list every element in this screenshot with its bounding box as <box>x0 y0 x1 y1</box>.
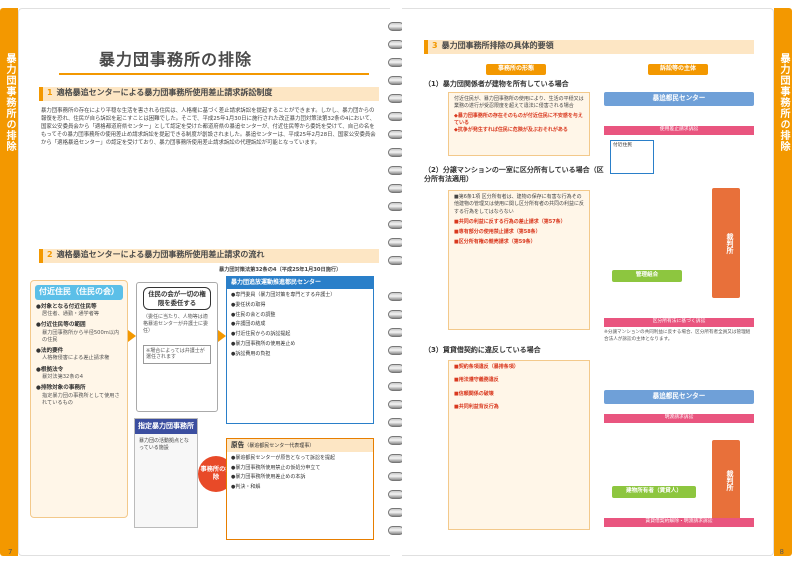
designated-office-box: 指定暴力団事務所 暴力団の活動拠点となっている施設 <box>134 418 198 528</box>
residents-heading: 付近住民（住民の会） <box>35 285 123 300</box>
arrow-icon <box>218 330 226 342</box>
delegation-text: （委任に当たり、人物等は適格暴追センターが弁護士に委任） <box>143 314 209 334</box>
right-side-tab: 暴力団事務所の排除 <box>774 8 792 556</box>
process-item: ●訴訟費用の負担 <box>231 350 271 357</box>
case-3-title: （3）賃貸借契約に違反している場合 <box>424 346 541 354</box>
residents-item: ●付近住民等の範囲暴力団事務所から半径500m以内の住民 <box>36 322 120 343</box>
law-note: 暴力団対策法第32条の4（平成25年1月30日施行） <box>219 267 342 273</box>
case-3-box: ■契約条項違反（暴排条項） ■用法遵守義務違反 ■信頼関係の破壊 ■共同利益背反… <box>448 360 590 530</box>
title-underline <box>59 73 369 75</box>
delegation-note: ※場合によっては弁護士が選任されます <box>143 344 211 365</box>
plaintiff-item: ●暴力団事務所使用差止めの本訴 <box>231 474 306 481</box>
case-2-box: ■第6条1項 区分所有者は、建物の保存に有害な行為その他建物の管理又は使用に関し… <box>448 190 590 330</box>
diagram-1-suit-2: 区分所有法に基づく訴訟 <box>604 318 754 327</box>
residents-item: ●根拠法令暴対法第32条の4 <box>36 366 84 381</box>
case-1-title: （1）暴力団関係者が建物を所有している場合 <box>424 80 569 88</box>
column-heading-form: 事務所の形態 <box>486 64 546 75</box>
residents-item: ●対象となる付近住民等居住者、通勤・通学者等 <box>36 303 100 318</box>
plaintiff-item: ●暴追都民センターが原告となって訴訟を提起 <box>231 454 335 461</box>
case-1-box: 付近住民が、暴力団事務所の使用により、生活の平穏又は業務の遂行が受忍限度を超えて… <box>448 92 590 156</box>
page-title: 暴力団事務所の排除 <box>99 50 253 69</box>
diagram-1-court: 裁判所 <box>712 188 740 298</box>
delegation-heading: 住民の会が一切の権限を委任する <box>143 287 211 311</box>
residents-panel: 付近住民（住民の会） ●対象となる付近住民等居住者、通勤・通学者等 ●付近住民等… <box>30 280 128 518</box>
left-side-tab: 暴力団事務所の排除 <box>0 8 18 556</box>
process-item: ●暴力団事務所の使用差止め <box>231 340 296 347</box>
diagram-1-residents: 付近住民 <box>610 140 654 174</box>
diagram-2-court: 裁判所 <box>712 440 740 520</box>
section-1-text: 暴力団事務所の存在により平穏な生活を害される住民は、人格権に基づく差止請求訴訟を… <box>41 108 376 147</box>
process-item: ●弁護団の結成 <box>231 321 266 328</box>
arrow-icon <box>128 330 136 342</box>
case-2-title: （2）分譲マンションの一室に区分所有している場合（区分所有法適用） <box>424 166 604 184</box>
diagram-1-center: 暴追都民センター <box>604 92 754 106</box>
diagram-2-owner: 建物所有者（賃貸人） <box>612 486 696 498</box>
plaintiff-heading: 原告（暴追都民センター代表理事） <box>227 439 373 452</box>
diagram-2-suit-1: 明渡請求訴訟 <box>604 414 754 423</box>
designated-office-text: 暴力団の活動拠点となっている施設 <box>139 438 189 452</box>
designated-office-heading: 指定暴力団事務所 <box>135 419 197 435</box>
center-process-box: 暴力団追放運動推進都民センター ●専門委員（暴力団対策を専門とする弁護士） ●委… <box>226 276 374 424</box>
diagram-2-center: 暴追都民センター <box>604 390 754 404</box>
diagram-1-kanri: 管理組合 <box>612 270 682 282</box>
page-number-right: 8 <box>779 547 784 556</box>
delegation-box: 住民の会が一切の権限を委任する （委任に当たり、人物等は適格暴追センターが弁護士… <box>136 282 218 412</box>
side-tab-label: 暴力団事務所の排除 <box>4 53 15 152</box>
side-tab-label-right: 暴力団事務所の排除 <box>778 53 789 152</box>
plaintiff-item: ●判決・和解 <box>231 484 261 491</box>
center-process-heading: 暴力団追放運動推進都民センター <box>227 277 373 290</box>
column-heading-subject: 訴訟等の主体 <box>648 64 708 75</box>
process-item: ●付近住民からの訴訟提起 <box>231 331 291 338</box>
diagram-notes: ※分譲マンションの共同利益に反する場合、区分所有者全員又は管理組合法人が訴訟の主… <box>604 330 751 342</box>
diagram-1-suit-1: 使用差止請求訴訟 <box>604 126 754 135</box>
page-number-left: 7 <box>8 547 13 556</box>
plaintiff-box: 原告（暴追都民センター代表理事） ●暴追都民センターが原告となって訴訟を提起 ●… <box>226 438 374 540</box>
diagram-2-suit-2: 賃貸借契約解除・明渡請求訴訟 <box>604 518 754 527</box>
process-item: ●専門委員（暴力団対策を専門とする弁護士） <box>231 292 336 299</box>
residents-item: ●法的要件人格権侵害による差止請求権 <box>36 347 110 362</box>
process-item: ●住民の会との調整 <box>231 311 276 318</box>
process-item: ●委任状の取得 <box>231 301 266 308</box>
residents-item: ●排除対象の事務所指定暴力団の事務所として使用されているもの <box>36 385 120 406</box>
plaintiff-item: ●暴力団事務所使用禁止の仮処分申立て <box>231 464 321 471</box>
